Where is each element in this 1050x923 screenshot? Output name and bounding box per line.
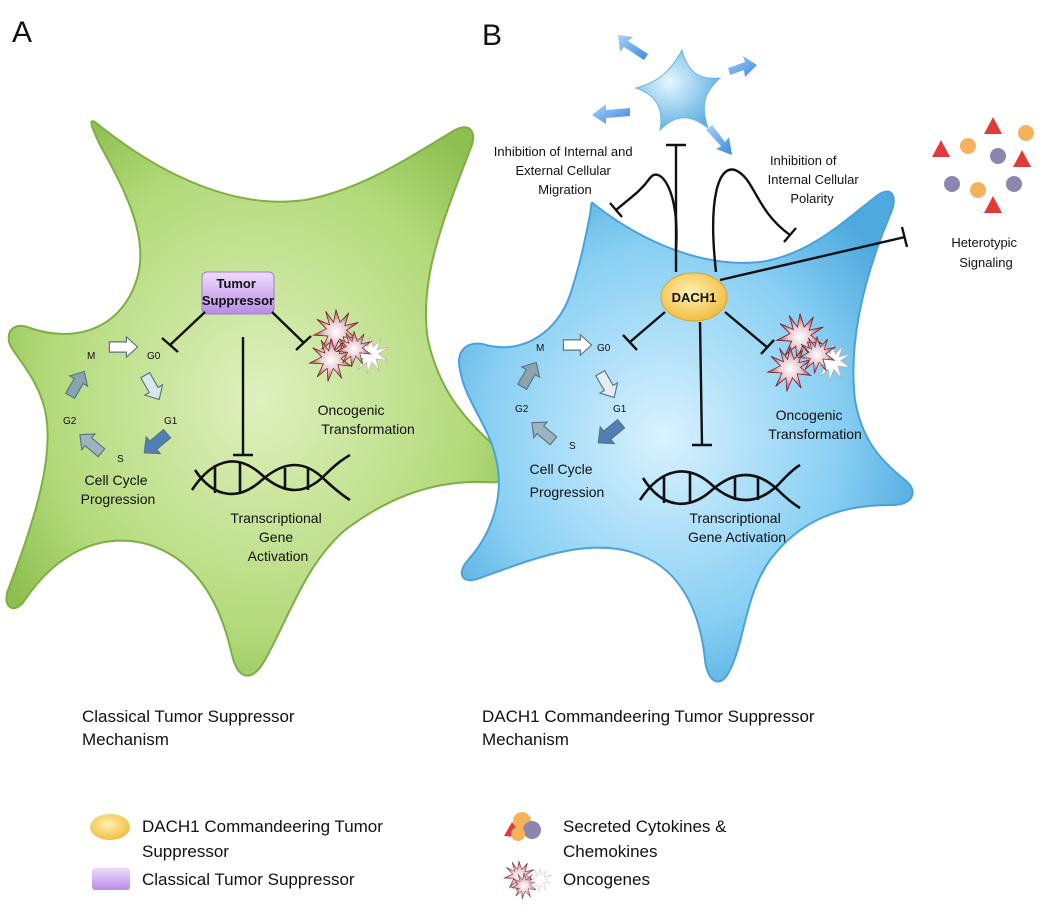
legend-oncogenes-label: Oncogenes xyxy=(563,870,650,889)
phase-g2: G2 xyxy=(515,404,529,415)
arrow-down-right-icon xyxy=(706,125,732,155)
cytokine-purple xyxy=(990,148,1006,164)
tumor-suppressor-label: Tumor Suppressor xyxy=(202,276,274,308)
cell-cycle-label: Cell Cycle Progression xyxy=(530,461,605,500)
phase-g0: G0 xyxy=(597,343,611,354)
legend-classical-label: Classical Tumor Suppressor xyxy=(142,870,355,889)
panel-a-cell-cycle: M G0 G1 G2 S Cell Cycle Progression xyxy=(60,336,178,507)
panel-a-caption: Classical Tumor Suppressor Mechanism xyxy=(82,707,299,749)
cytokine-triangle xyxy=(984,196,1002,213)
panel-b-cell-cycle: M G0 G1 G2 S Cell Cycle Progression xyxy=(512,334,629,500)
panel-a-cell xyxy=(5,120,514,677)
legend-dach1-swatch xyxy=(90,814,130,840)
oncogenic-label: Oncogenic Transformation xyxy=(768,407,862,442)
cytokines-cluster xyxy=(932,117,1034,213)
panel-b: B Heterotypic Signaling xyxy=(458,19,1034,749)
transcription-label: Transcriptional Gene Activation xyxy=(688,510,786,545)
panel-a-inhibition-lines xyxy=(161,311,312,457)
phase-g1: G1 xyxy=(613,404,627,415)
dach1-label: DACH1 xyxy=(672,290,717,305)
phase-g1: G1 xyxy=(164,416,178,427)
dach1-ellipse xyxy=(660,272,728,322)
arrow-left-icon xyxy=(592,104,630,124)
heterotypic-label: Heterotypic Signaling xyxy=(951,235,1020,270)
arrow-up-left-icon xyxy=(618,35,648,60)
cytokine-triangle xyxy=(1013,150,1031,167)
legend-dach1-label: DACH1 Commandeering Tumor Suppressor xyxy=(142,817,388,861)
panel-b-caption: DACH1 Commandeering Tumor Suppressor Mec… xyxy=(482,707,819,749)
cell-cycle-label: Cell Cycle Progression xyxy=(81,472,156,507)
panel-b-dna-helix xyxy=(638,463,801,510)
polarity-label: Inhibition of Internal Cellular Polarity xyxy=(768,153,863,206)
legend-oncogenes-swatch xyxy=(503,860,552,900)
cytokine-orange xyxy=(1018,125,1034,141)
panel-a-dna-helix xyxy=(190,453,351,502)
phase-g0: G0 xyxy=(147,351,161,362)
oncogenic-label: Oncogenic Transformation xyxy=(318,402,415,437)
panel-a-letter: A xyxy=(12,16,32,49)
cytokine-triangle xyxy=(984,117,1002,134)
cytokine-purple xyxy=(944,176,960,192)
phase-g2: G2 xyxy=(63,416,77,427)
phase-m: M xyxy=(87,351,95,362)
transcription-label: Transcriptional Gene Activation xyxy=(230,510,325,564)
phase-m: M xyxy=(536,343,544,354)
migration-arrows xyxy=(592,35,757,155)
cytokine-orange xyxy=(970,182,986,198)
legend: DACH1 Commandeering Tumor Suppressor Cla… xyxy=(90,812,731,900)
legend-cytokines-label: Secreted Cytokines & Chemokines xyxy=(563,817,731,861)
panel-b-letter: B xyxy=(482,19,502,52)
cytokine-triangle xyxy=(932,140,950,157)
phase-s: S xyxy=(117,454,124,465)
migration-label: Inhibition of Internal and External Cell… xyxy=(494,144,636,197)
panel-a: A Tumor Suppressor M G0 G1 G2 xyxy=(5,16,514,749)
tumor-suppressor-box xyxy=(201,271,275,315)
cytokine-purple xyxy=(1006,176,1022,192)
phase-s: S xyxy=(569,441,576,452)
cytokine-orange xyxy=(960,138,976,154)
legend-cytokines-swatch xyxy=(504,812,541,841)
panel-b-inhibition-lines xyxy=(609,143,909,447)
legend-classical-swatch xyxy=(92,868,130,890)
panel-b-cell xyxy=(458,190,914,683)
migrating-cell-icon xyxy=(634,48,722,132)
arrow-right-icon xyxy=(728,56,757,77)
